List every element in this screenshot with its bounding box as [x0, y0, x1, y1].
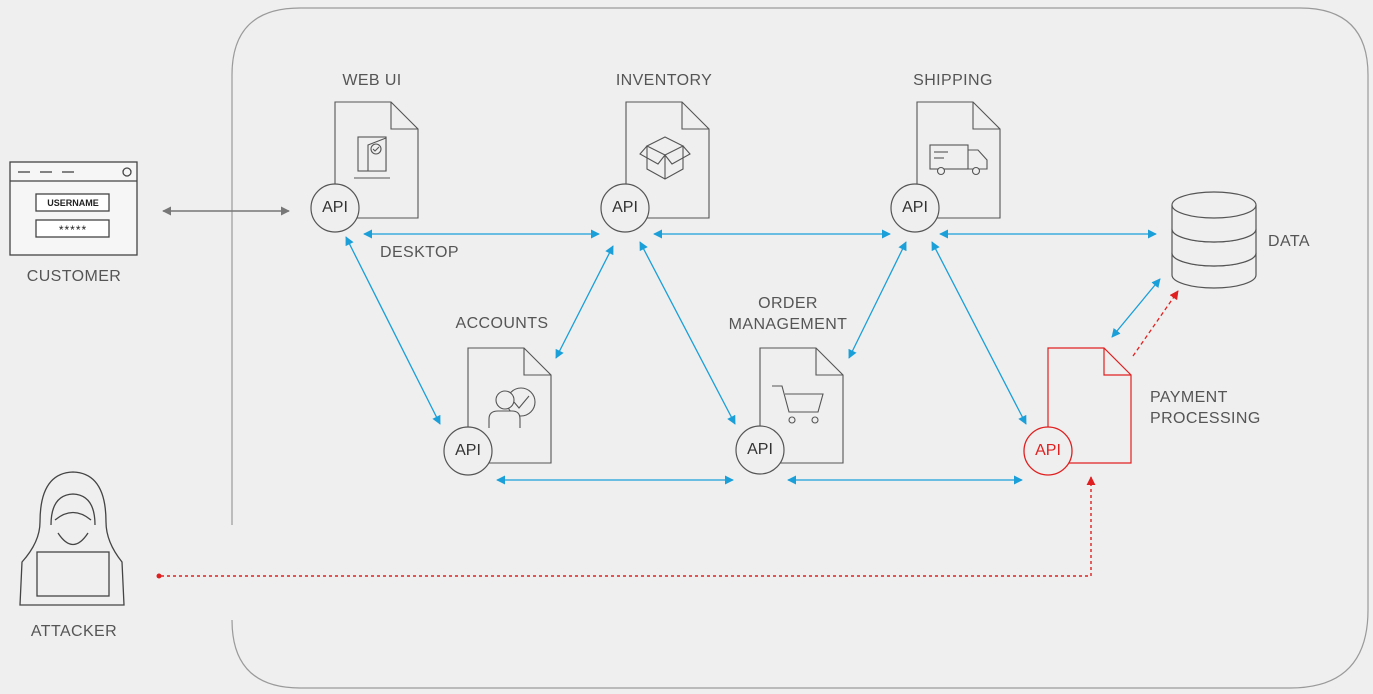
api-circle-accounts — [443, 426, 493, 476]
api-label-payment: API — [1035, 442, 1061, 459]
link-shipping-order — [848, 241, 907, 359]
payment-processing-label-line2: PROCESSING — [1150, 410, 1261, 427]
api-connections — [345, 229, 1161, 485]
link-inventory-accounts — [555, 245, 614, 359]
api-label-accounts: API — [455, 442, 481, 459]
api-circle-payment — [1023, 426, 1073, 476]
link-payment-data — [1111, 278, 1161, 338]
accounts-label: ACCOUNTS — [455, 315, 549, 332]
attacker-icon — [19, 471, 125, 606]
link-shipping-payment — [931, 241, 1027, 425]
order-management-label-line1: ORDER — [758, 295, 818, 312]
api-label-inventory: API — [612, 199, 638, 216]
order-management-label-line2: MANAGEMENT — [728, 316, 848, 333]
link-inventory-order — [639, 241, 736, 425]
attack-origin-dot — [156, 573, 162, 579]
password-field: ***** — [58, 223, 88, 237]
api-label-webui: API — [322, 199, 348, 216]
payment-processing-label-line1: PAYMENT — [1150, 389, 1228, 406]
api-label-order: API — [747, 441, 773, 458]
customer-browser-icon — [9, 161, 138, 256]
api-circle-order — [735, 425, 785, 475]
api-label-shipping: API — [902, 199, 928, 216]
api-circle-webui — [310, 183, 360, 233]
customer-label: CUSTOMER — [26, 268, 122, 285]
web-ui-label: WEB UI — [342, 72, 402, 89]
desktop-label: DESKTOP — [380, 244, 459, 261]
database-icon — [1171, 191, 1257, 289]
username-field: USERNAME — [47, 198, 99, 208]
inventory-label: INVENTORY — [615, 72, 713, 89]
data-label: DATA — [1268, 233, 1310, 250]
attack-exfiltration-link — [1132, 290, 1179, 357]
shipping-label: SHIPPING — [913, 72, 993, 89]
attacker-label: ATTACKER — [30, 623, 118, 640]
api-circle-shipping — [890, 183, 940, 233]
link-webui-accounts — [345, 236, 441, 425]
api-circle-inventory — [600, 183, 650, 233]
system-boundary — [231, 7, 1369, 689]
